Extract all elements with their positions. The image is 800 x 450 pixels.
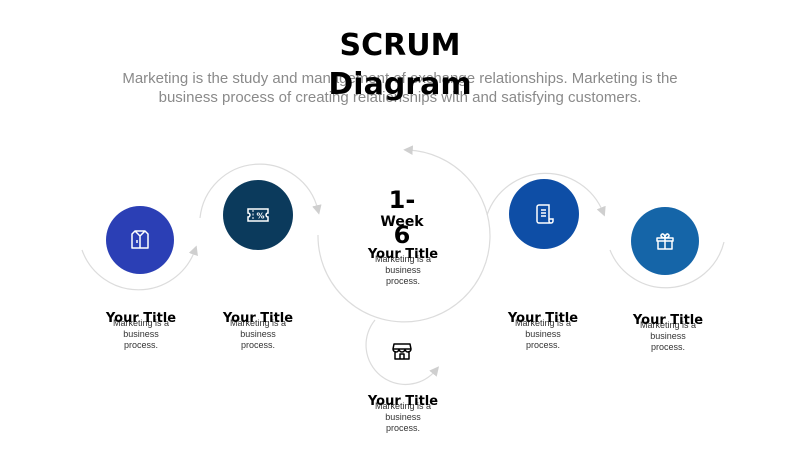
step-1-label: Your Title Marketing is a business proce… bbox=[91, 311, 191, 351]
step-5-circle bbox=[631, 207, 699, 275]
coupon-icon: % bbox=[247, 208, 269, 222]
center-week-number: 6 bbox=[393, 221, 411, 249]
svg-text:%: % bbox=[256, 212, 264, 221]
step-body: Marketing is a business process. bbox=[374, 254, 432, 286]
step-1-circle bbox=[106, 206, 174, 274]
arc-center bbox=[317, 145, 491, 323]
arc-step-2 bbox=[199, 163, 322, 219]
step-2-label: Your Title Marketing is a business proce… bbox=[208, 311, 308, 351]
step-3-circle bbox=[383, 332, 421, 370]
step-title: Your Title bbox=[367, 394, 439, 409]
step-2-circle: % bbox=[223, 180, 293, 250]
step-title: Your Title bbox=[367, 247, 439, 262]
step-body: Marketing is a business process. bbox=[112, 318, 170, 350]
arc-step-4 bbox=[486, 172, 606, 217]
step-4-label: Your Title Marketing is a business proce… bbox=[493, 311, 593, 351]
step-title: Your Title bbox=[105, 311, 177, 326]
step-3-label: Your Title Marketing is a business proce… bbox=[353, 394, 453, 434]
center-step-label: Your Title Marketing is a business proce… bbox=[353, 247, 453, 287]
page-subtitle: Marketing is the study and management of… bbox=[122, 70, 678, 106]
page-title: SCRUM bbox=[339, 28, 461, 63]
arc-step-5 bbox=[609, 241, 725, 289]
arc-center-bottom bbox=[365, 319, 440, 386]
center-week-label: Week bbox=[380, 214, 424, 230]
shirt-icon bbox=[131, 230, 149, 249]
step-title: Your Title bbox=[222, 311, 294, 326]
step-4-circle bbox=[509, 179, 579, 249]
step-body: Marketing is a business process. bbox=[374, 401, 432, 433]
arc-step-1 bbox=[81, 245, 198, 291]
step-body: Marketing is a business process. bbox=[229, 318, 287, 350]
shop-icon bbox=[392, 343, 412, 360]
step-title: Your Title bbox=[507, 311, 579, 326]
gift-icon bbox=[656, 233, 674, 250]
step-title: Your Title bbox=[632, 313, 704, 328]
step-5-label: Your Title Marketing is a business proce… bbox=[618, 313, 718, 353]
page-title-line-2: Diagram bbox=[328, 67, 472, 102]
document-icon bbox=[536, 204, 554, 224]
step-body: Marketing is a business process. bbox=[514, 318, 572, 350]
center-number: 1- bbox=[388, 186, 416, 214]
step-body: Marketing is a business process. bbox=[639, 320, 697, 352]
